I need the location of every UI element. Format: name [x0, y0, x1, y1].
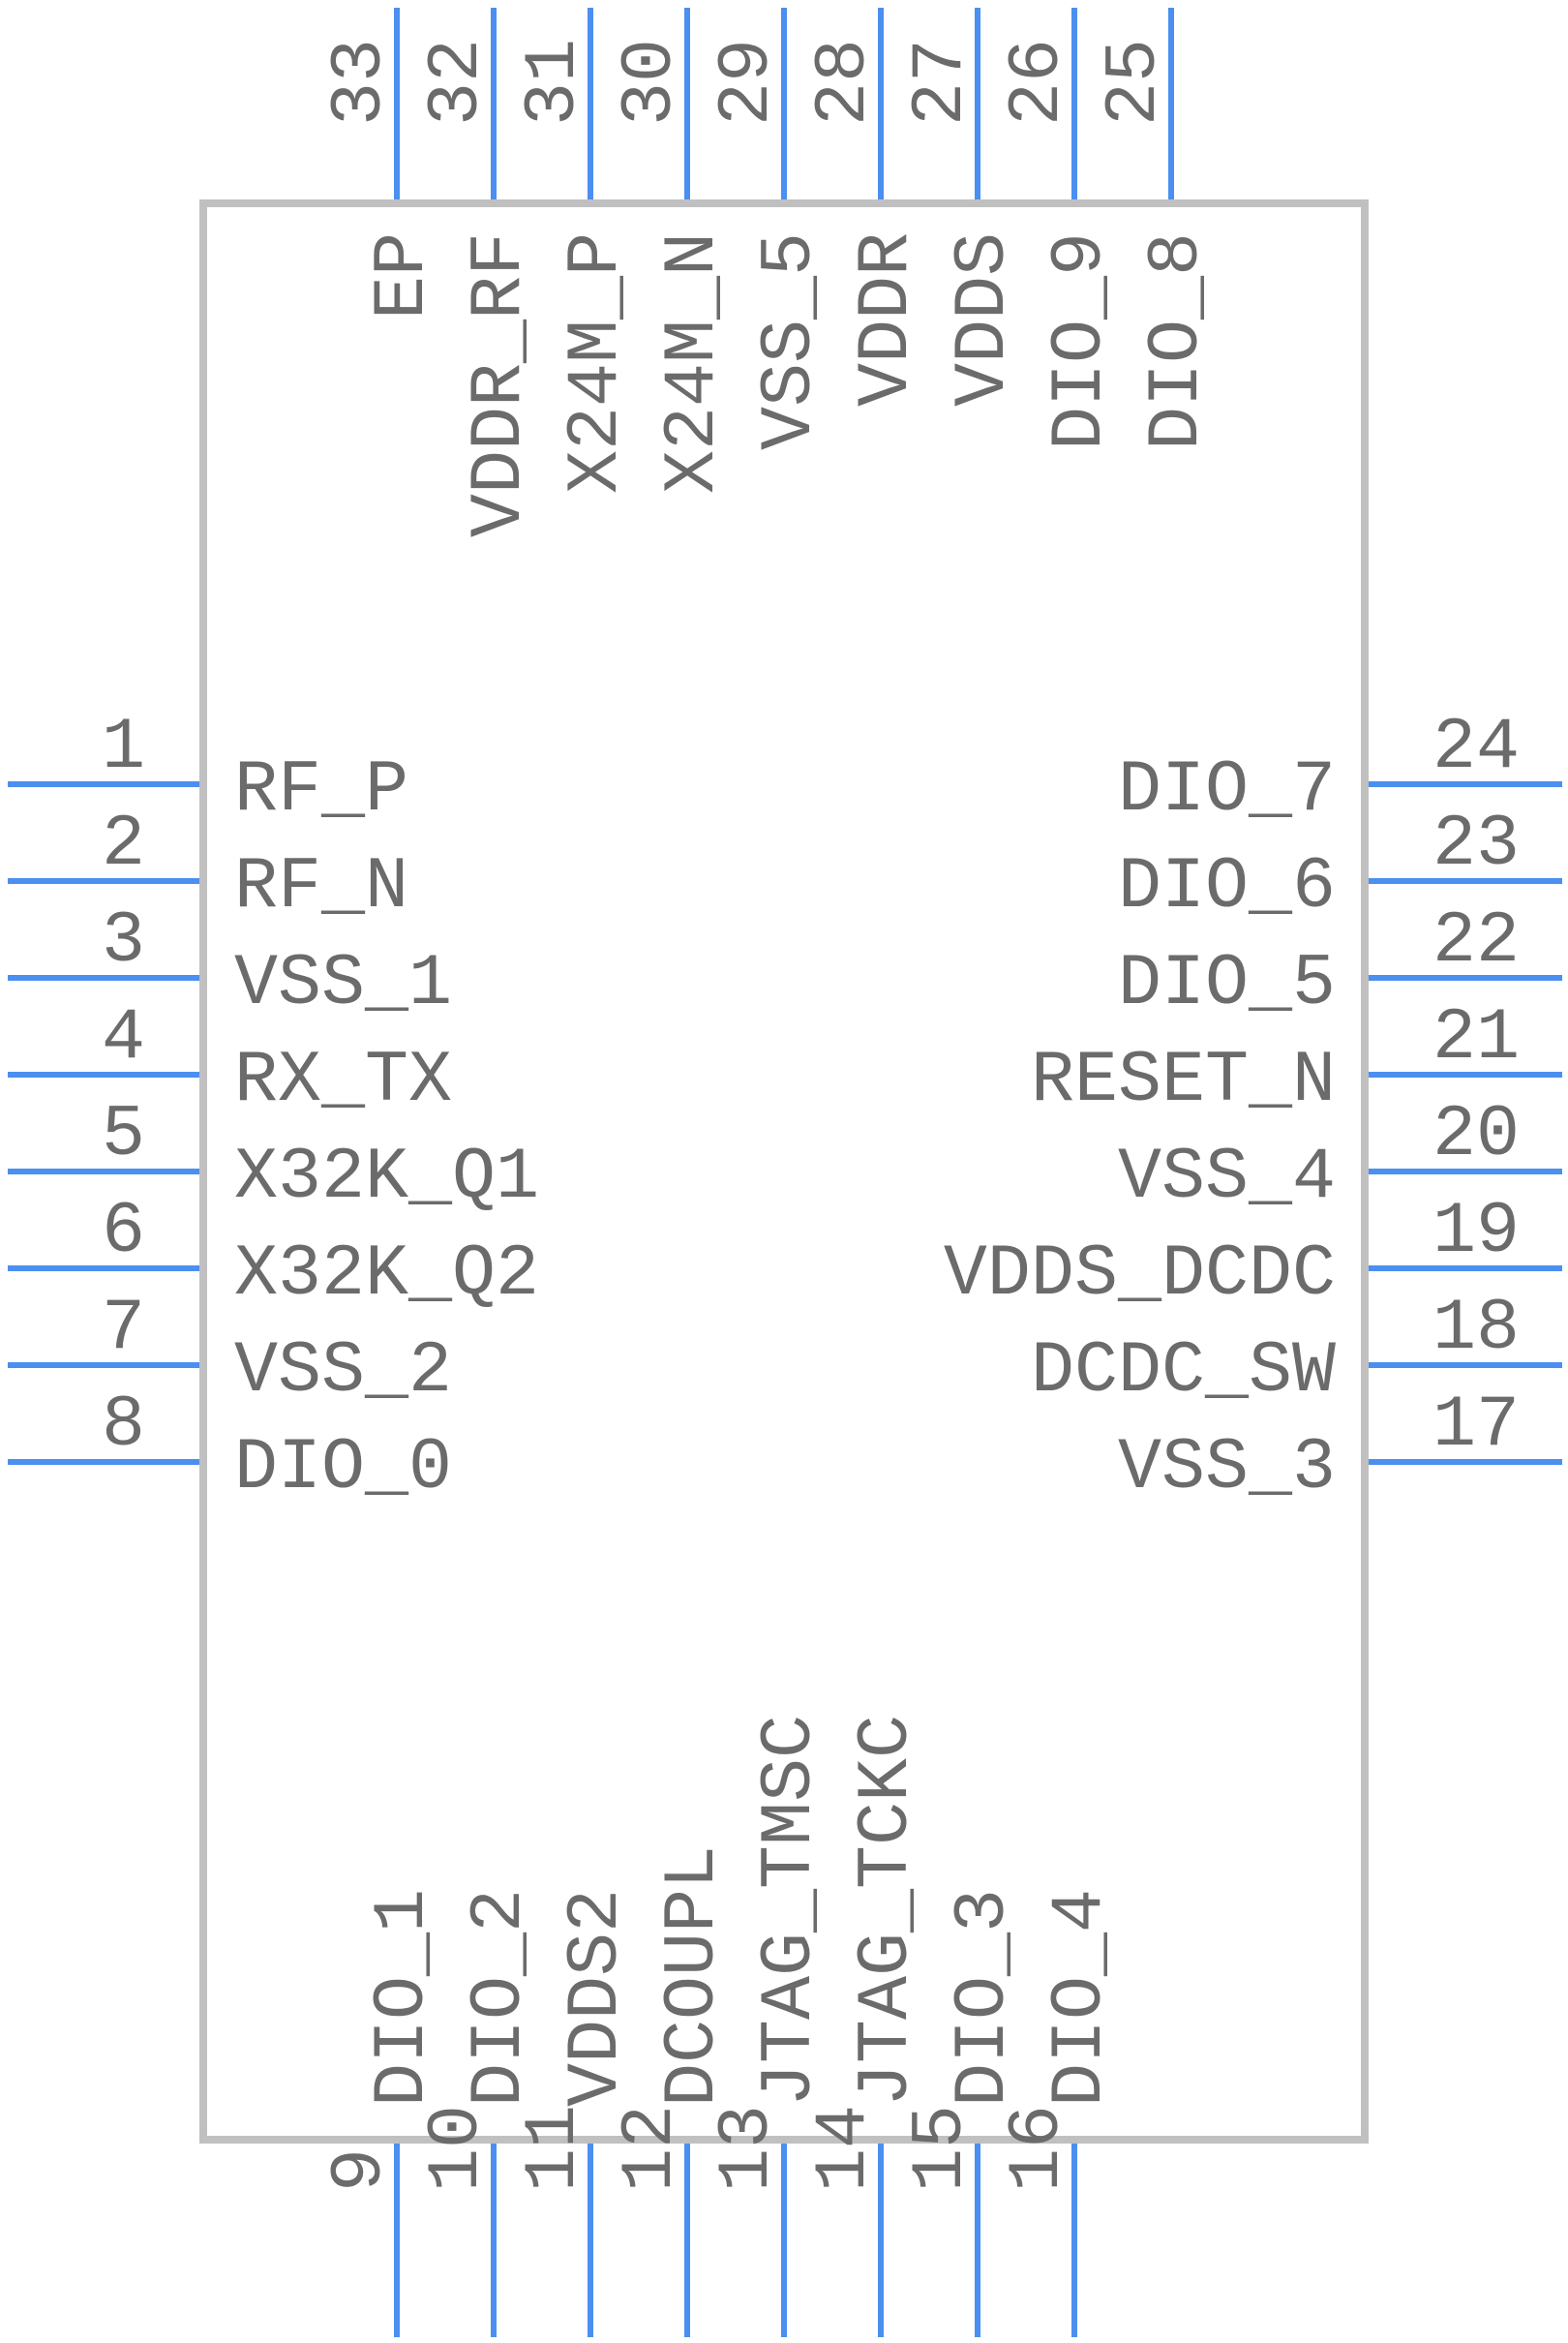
pin-29-label: VSS_5: [749, 232, 831, 450]
pin-17-number: 17: [1432, 1384, 1520, 1467]
pin-1-number: 1: [102, 707, 145, 789]
pin-8-label: DIO_0: [234, 1427, 452, 1509]
pin-27-number: 27: [900, 39, 982, 126]
pin-33-number: 33: [319, 39, 402, 126]
pin-9-number: 9: [319, 2148, 402, 2192]
pin-13-label: JTAG_TMSC: [749, 1715, 831, 2107]
pin-33-label: EP: [362, 232, 444, 320]
pin-4-label: RX_TX: [234, 1040, 452, 1122]
bottom-pin-group: 9DIO_110DIO_211VDDS212DCOUPL13JTAG_TMSC1…: [319, 1715, 1122, 2337]
pin-15-label: DIO_3: [943, 1889, 1025, 2107]
pin-22-label: DIO_5: [1118, 943, 1336, 1025]
pin-29-number: 29: [707, 39, 789, 126]
pin-32-number: 32: [416, 39, 498, 126]
pin-2-label: RF_N: [234, 846, 408, 928]
pin-24-label: DIO_7: [1118, 749, 1336, 832]
pin-31-number: 31: [513, 39, 595, 126]
pin-9-label: DIO_1: [362, 1889, 444, 2107]
pin-23-number: 23: [1432, 804, 1520, 886]
pin-16-number: 16: [997, 2105, 1079, 2192]
pin-6-label: X32K_Q2: [234, 1233, 539, 1316]
pin-10-number: 10: [416, 2105, 498, 2192]
pin-5-number: 5: [102, 1094, 145, 1176]
pin-10-label: DIO_2: [459, 1889, 541, 2107]
pin-2-number: 2: [102, 804, 145, 886]
pin-30-number: 30: [610, 39, 692, 126]
pin-3-label: VSS_1: [234, 943, 452, 1025]
pin-28-label: VDDR: [846, 232, 928, 407]
pin-4-number: 4: [102, 997, 145, 1080]
pin-31-label: X24M_P: [556, 232, 638, 494]
pin-15-number: 15: [900, 2105, 982, 2192]
ic-body-outline: [199, 199, 1369, 2144]
pin-24-number: 24: [1432, 707, 1520, 789]
pin-12-number: 12: [610, 2105, 692, 2192]
pin-21-number: 21: [1432, 997, 1520, 1080]
pin-5-label: X32K_Q1: [234, 1137, 539, 1219]
pin-17-label: VSS_3: [1118, 1427, 1336, 1509]
pin-13-number: 13: [707, 2105, 789, 2192]
pin-27-label: VDDS: [943, 232, 1025, 407]
pin-7-label: VSS_2: [234, 1330, 452, 1413]
pin-30-label: X24M_N: [652, 232, 735, 494]
pin-26-number: 26: [997, 39, 1079, 126]
pin-22-number: 22: [1432, 900, 1520, 983]
pin-18-label: DCDC_SW: [1031, 1330, 1336, 1413]
pin-28-number: 28: [803, 39, 886, 126]
pin-20-number: 20: [1432, 1094, 1520, 1176]
pin-19-label: VDDS_DCDC: [944, 1233, 1336, 1316]
pin-26-label: DIO_9: [1040, 232, 1122, 450]
pin-23-label: DIO_6: [1118, 846, 1336, 928]
pin-3-number: 3: [102, 900, 145, 983]
pin-6-number: 6: [102, 1191, 145, 1273]
pin-20-label: VSS_4: [1118, 1137, 1336, 1219]
pin-12-label: DCOUPL: [652, 1845, 735, 2107]
pin-16-label: DIO_4: [1040, 1889, 1122, 2107]
pin-11-number: 11: [513, 2105, 595, 2192]
pin-8-number: 8: [102, 1384, 145, 1467]
pin-19-number: 19: [1432, 1191, 1520, 1273]
pin-25-number: 25: [1094, 39, 1176, 126]
pin-18-number: 18: [1432, 1288, 1520, 1370]
pin-1-label: RF_P: [234, 749, 408, 832]
pin-21-label: RESET_N: [1031, 1040, 1336, 1122]
pin-11-label: VDDS2: [556, 1889, 638, 2107]
pin-14-number: 14: [803, 2105, 886, 2192]
pin-7-number: 7: [102, 1288, 145, 1370]
pin-32-label: VDDR_RF: [459, 232, 541, 537]
pin-14-label: JTAG_TCKC: [846, 1715, 928, 2107]
pin-25-label: DIO_8: [1136, 232, 1219, 450]
